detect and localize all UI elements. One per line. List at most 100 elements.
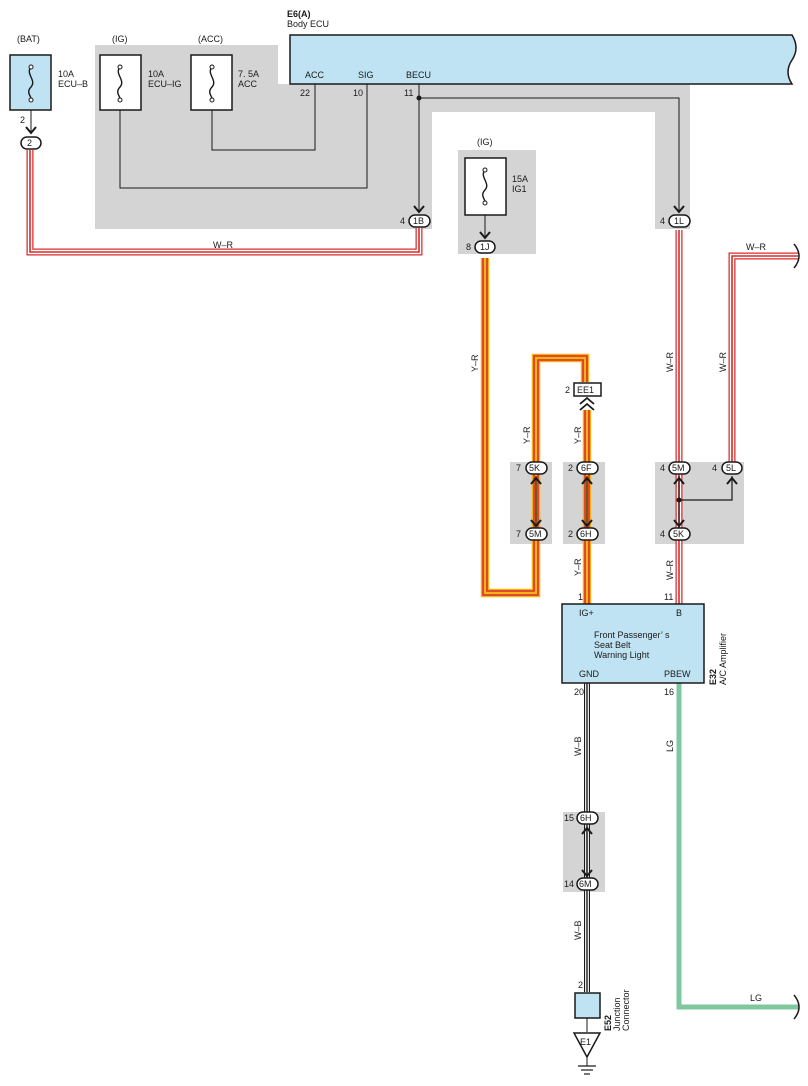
junction-connector-e52: 2 E52 Junction Connector: [574, 980, 631, 1031]
connector-1j: [474, 240, 496, 254]
wire-pbew-lg: [676, 683, 798, 1010]
ee1-arrow-2: [579, 402, 595, 411]
connector-5k-top-label: 5K: [529, 463, 540, 473]
wire-becu-to-1l: [418, 84, 680, 212]
connector-5k-top-pin: 7: [516, 463, 521, 473]
e52-code: E52: [603, 1015, 613, 1031]
connector-ee1-label: EE1: [577, 385, 594, 395]
fuse-ig-symbol: [117, 66, 123, 101]
connector-5m-right: [668, 461, 691, 475]
fuse-bat-arrow: [25, 126, 37, 135]
connector-5l-pin: 4: [712, 463, 717, 473]
connector-ee1: [573, 382, 602, 397]
connector-6f: [576, 461, 599, 475]
connector-6h-bottom-pin: 15: [564, 813, 574, 823]
amp-code: E32: [708, 669, 718, 685]
connector-1b: [408, 214, 431, 228]
connector-6f-pin: 2: [568, 463, 573, 473]
fuse-ig1-box: [464, 157, 507, 216]
link-5l-join: [679, 476, 733, 501]
connector-6m-bottom: [576, 877, 599, 891]
ground-e1: E1: [572, 1032, 602, 1075]
connector-5k-top: [525, 461, 548, 475]
fuse-acc-symbol: [209, 66, 215, 101]
connector-2-label: 2: [27, 138, 32, 148]
wire-acc-fuse-to-acc: [211, 84, 316, 151]
wire-break-top-right: [793, 243, 800, 269]
body-ecu: E6(A) Body ECU ACC SIG BECU 22 10 11: [287, 9, 797, 101]
connector-1b-pin: 4: [400, 216, 405, 226]
fuse-ig-name: ECU–IG: [148, 79, 182, 89]
fuse-ig-source: (IG): [112, 34, 128, 44]
connector-5m-left-pin: 7: [516, 529, 521, 539]
junction-6f-6h-pair: 6F 2 6H 2: [568, 461, 599, 541]
body-ecu-code: E6(A): [287, 9, 311, 19]
connector-5k-bottom-pin: 4: [660, 529, 665, 539]
amp-terminal-gnd: GND: [579, 669, 600, 679]
fuse-ig1: (IG) 15A IG1 8 1J: [464, 137, 528, 254]
connector-5l: [721, 461, 743, 475]
connector-6h-top: [576, 527, 599, 541]
connector-1l-pin: 4: [660, 216, 665, 226]
fuse-bat-symbol: [28, 66, 34, 101]
fuse-acc-source: (ACC): [198, 34, 223, 44]
amp-pin-b: 11: [664, 592, 673, 602]
connector-6h-top-label: 6H: [580, 529, 592, 539]
connector-ee1-group: EE1 2: [565, 382, 602, 411]
junction-5m-5l-5k-group: 5M 4 5L 4 5K 4: [660, 461, 743, 541]
body-ecu-name: Body ECU: [287, 19, 329, 29]
connector-1l: [668, 214, 691, 228]
amp-box: [561, 603, 705, 684]
splice-dot-5m-5l: [676, 497, 682, 503]
amp-terminal-pbew: PBEW: [664, 669, 691, 679]
ac-amplifier: 1 11 IG+ B Front Passenger’ s Seat Belt …: [561, 592, 728, 697]
wire-bat-to-1b: [26, 150, 423, 256]
amp-desc-2: Seat Belt: [594, 640, 631, 650]
e52-pin: 2: [578, 980, 583, 990]
connector-6h-bottom: [576, 811, 599, 825]
fuse-bat-pin: 2: [20, 115, 25, 125]
connector-ee1-pin: 2: [565, 385, 570, 395]
label-yr-loop: Y–R: [522, 426, 532, 444]
connector-6h-top-pin: 2: [568, 529, 573, 539]
wire-1j-loop-to-ee1: [480, 258, 590, 598]
becu-splice-dot: [416, 95, 422, 101]
connector-6m-bottom-pin: 14: [564, 879, 574, 889]
connector-1j-label: 1J: [480, 242, 490, 252]
amp-desc-3: Warning Light: [594, 650, 650, 660]
fuse-ig-box: [99, 54, 142, 111]
body-ecu-box: [289, 34, 797, 85]
ee1-arrow-1: [579, 396, 595, 405]
label-wb-1: W–B: [573, 736, 583, 756]
fuse-bat-source: (BAT): [17, 34, 40, 44]
amp-terminal-b: B: [676, 608, 682, 618]
ground-triangle: [572, 1032, 602, 1059]
connector-5m-left: [525, 527, 548, 541]
label-yr-main: Y–R: [470, 354, 480, 372]
connector-2: [20, 136, 42, 150]
e52-box: [574, 992, 601, 1019]
label-wr-bottom: W–R: [213, 240, 234, 250]
fuse-ig-rating: 10A: [148, 69, 164, 79]
amp-pin-ig: 1: [578, 592, 583, 602]
wire-break-lg: [793, 994, 800, 1020]
ecu-terminal-sig: SIG: [358, 70, 374, 80]
ground-label: E1: [580, 1037, 591, 1047]
label-lg-horiz: LG: [750, 993, 762, 1003]
connector-1b-label: 1B: [413, 216, 424, 226]
ecu-terminal-acc: ACC: [305, 70, 325, 80]
junction-6h-6m-pair: 6H 15 6M 14: [564, 811, 599, 891]
fuse-acc-rating: 7. 5A: [238, 69, 259, 79]
fuse-ig1-rating: 15A: [512, 174, 528, 184]
ecu-terminal-becu: BECU: [406, 70, 431, 80]
label-wr-right2: W–R: [718, 352, 728, 373]
junction-1l: 1L 4: [660, 205, 691, 228]
amp-desc-1: Front Passenger’ s: [594, 630, 670, 640]
junction-5k-5m-pair: 5K 7 5M 7: [516, 461, 548, 541]
fuse-ig: (IG) 10A ECU–IG: [99, 34, 182, 111]
fuse-bat: (BAT) 10A ECU–B 2 2: [9, 34, 88, 150]
wire-ig-fuse-to-sig: [119, 84, 368, 189]
junction-1b: 1B 4: [400, 205, 431, 228]
connector-6m-bottom-label: 6M: [579, 879, 592, 889]
